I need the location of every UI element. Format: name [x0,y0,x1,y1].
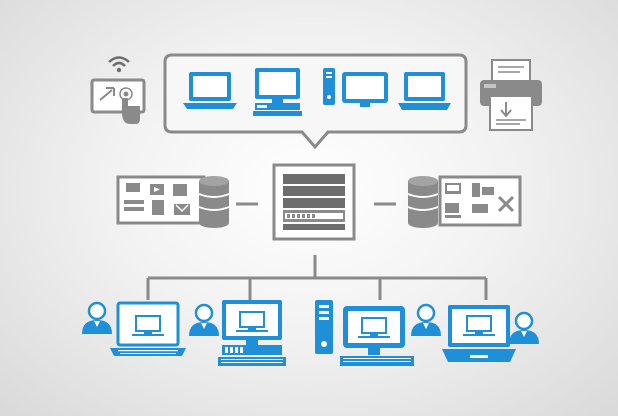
wifi-touch-panel-icon [90,56,146,124]
network-tree-lines [146,255,488,300]
laptop-icon [110,301,186,356]
desktop-computer-icon [218,300,286,366]
laptop-icon [398,72,451,110]
all-in-one-icon [323,68,388,107]
laptop-icon [183,72,237,109]
database-icon [198,176,230,228]
tower-pc-icon [315,300,333,354]
wifi-icon [108,56,130,67]
user-icon [189,303,219,336]
device-bubble [163,53,468,150]
file-storage-database-icon [116,175,230,228]
central-server-rack-icon [272,163,356,241]
tools-icon [497,195,515,213]
application-database-icon [407,175,522,228]
user-icon [509,311,539,344]
user-icon [82,301,112,334]
database-icon [407,176,439,228]
user-icon [411,303,441,336]
laptop-icon [442,305,516,362]
desktop-computer-icon [253,68,302,116]
all-in-one-icon [340,306,414,366]
folder-icon [124,183,190,215]
printer-icon [480,59,542,131]
